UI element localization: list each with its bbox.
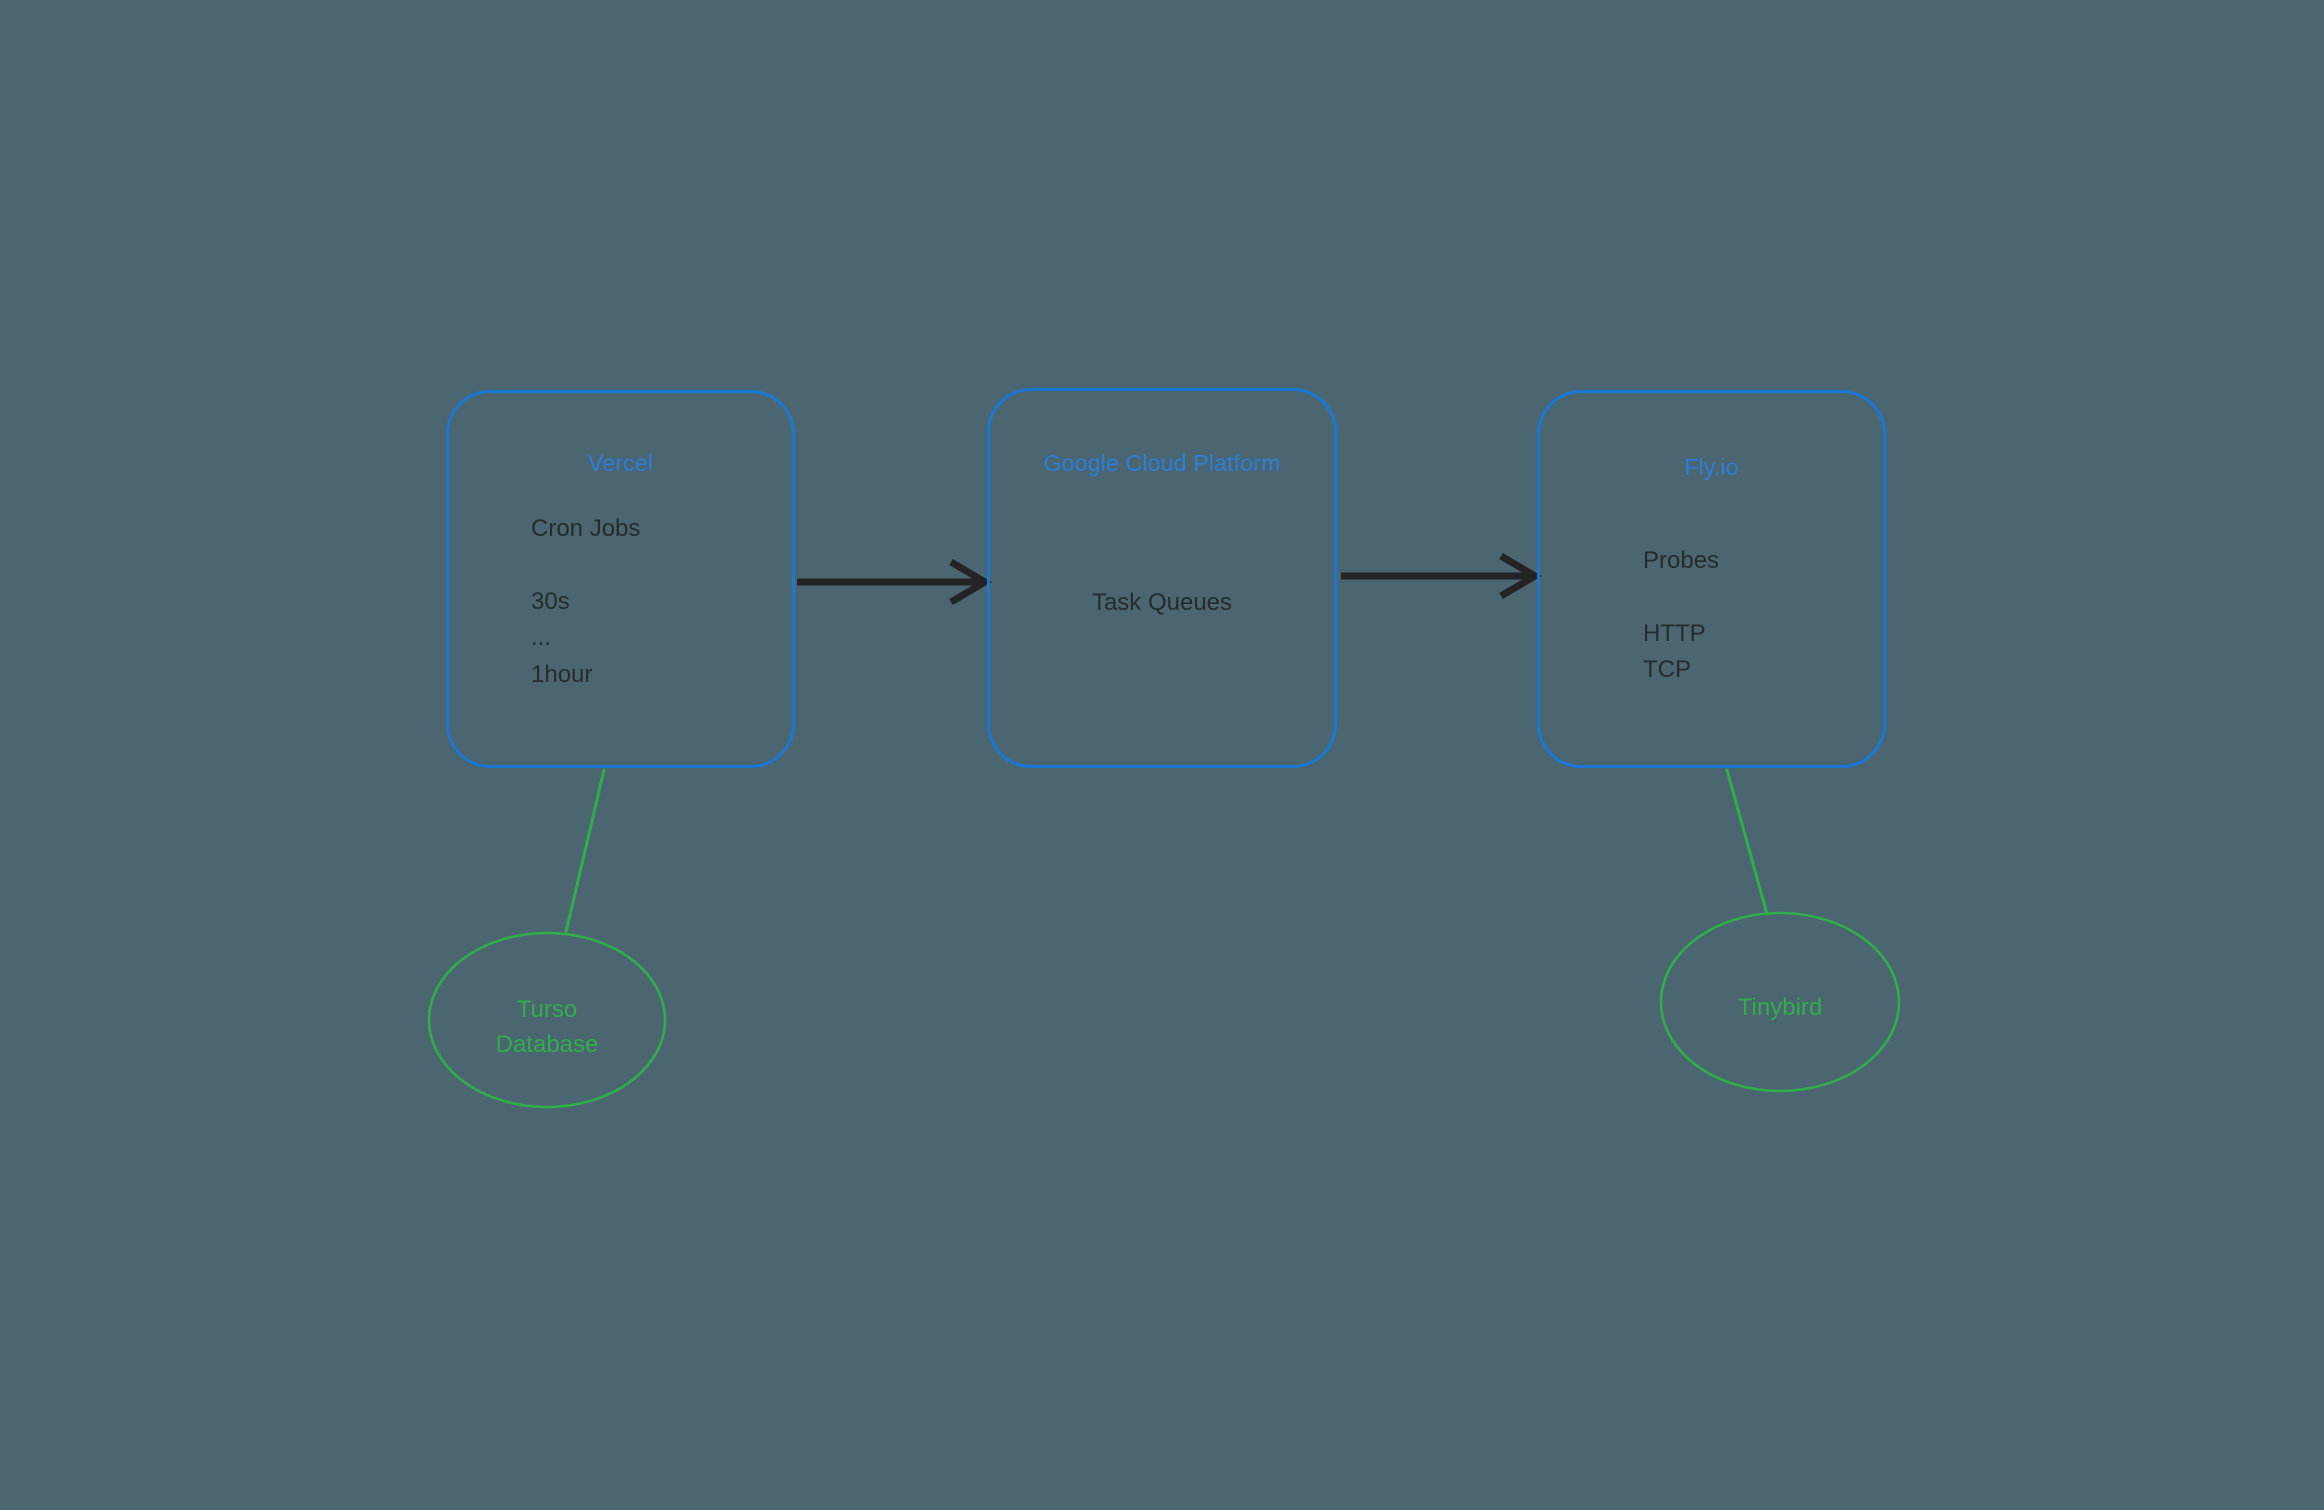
node-body-flyio: Probes HTTP TCP — [1643, 547, 1720, 684]
ellipse-label-turso: Turso Database — [495, 996, 599, 1059]
node-box-google-cloud-platform[interactable]: Google Cloud Platform Task Queues — [987, 388, 1337, 768]
connector-flyio-to-tinybird — [1725, 768, 1769, 916]
node-body-google-cloud-platform: Task Queues — [1091, 589, 1233, 616]
node-title-google-cloud-platform: Google Cloud Platform — [1043, 450, 1281, 476]
arrow-vercel-to-gcp — [797, 558, 992, 606]
ellipse-label-tinybird: Tinybird — [1737, 994, 1823, 1021]
node-title-flyio: Fly.io — [1684, 454, 1739, 480]
node-body-vercel: Cron Jobs 30s ... 1hour — [531, 515, 641, 688]
ellipse-node-turso[interactable] — [427, 931, 667, 1109]
connector-vercel-to-turso — [564, 768, 606, 934]
arrow-head-gcp-to-flyio — [1499, 552, 1542, 600]
node-box-vercel[interactable]: Vercel Cron Jobs 30s ... 1hour — [446, 390, 795, 768]
arrow-gcp-to-flyio — [1341, 552, 1542, 600]
node-title-vercel: Vercel — [587, 450, 654, 476]
ellipse-node-tinybird[interactable] — [1659, 911, 1901, 1093]
node-box-flyio[interactable]: Fly.io Probes HTTP TCP — [1537, 390, 1886, 768]
arrow-head-vercel-to-gcp — [949, 558, 992, 606]
